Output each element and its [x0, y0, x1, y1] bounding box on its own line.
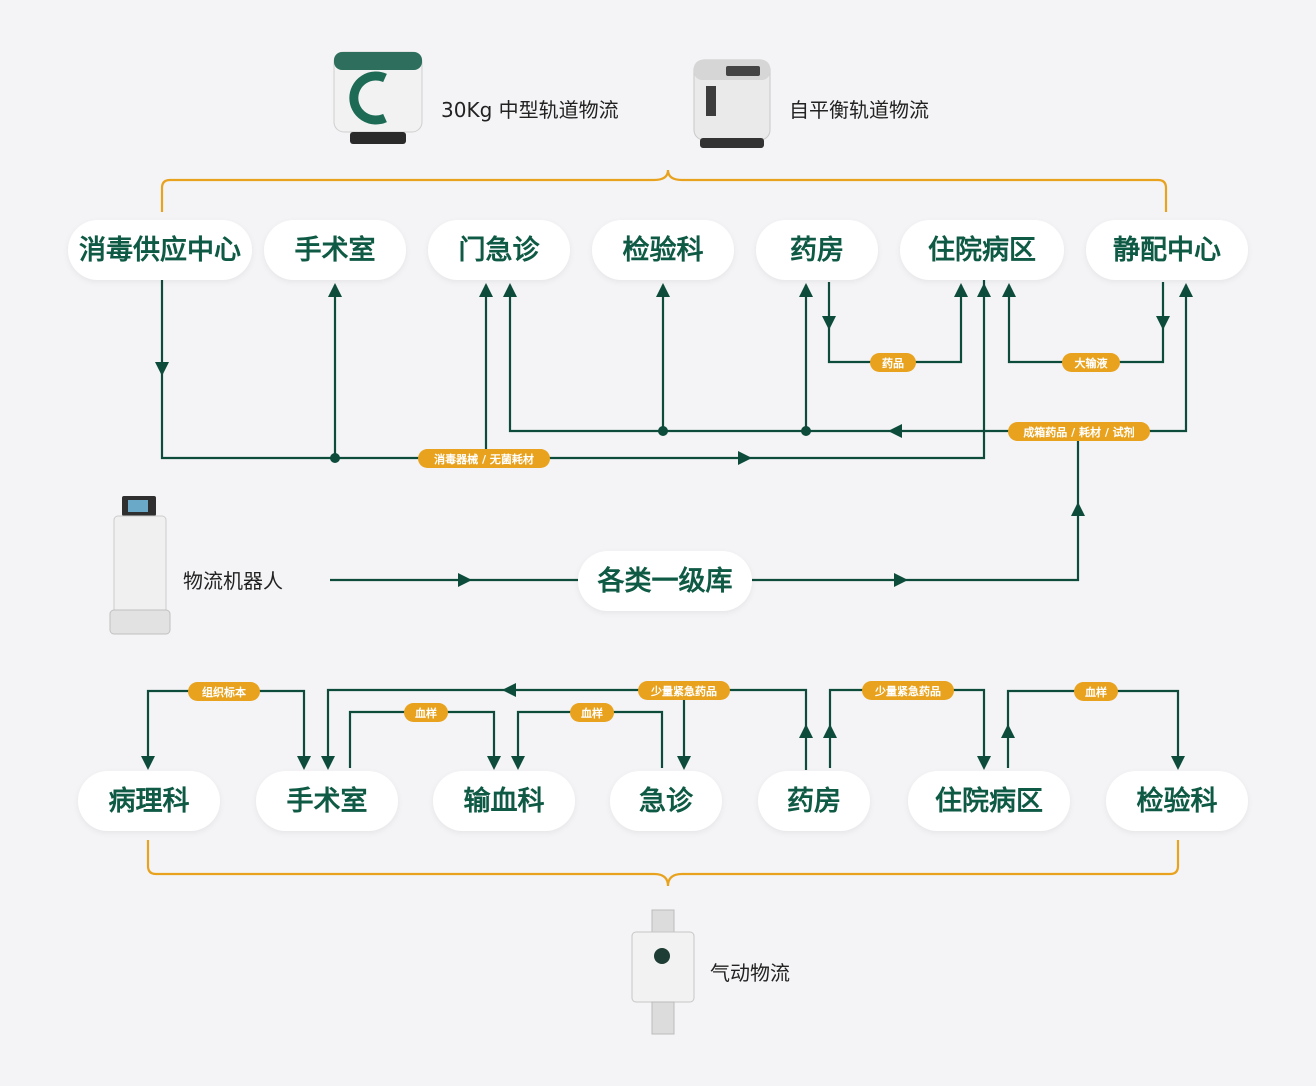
svg-text:药品: 药品	[882, 356, 904, 370]
top-brace	[160, 169, 1168, 212]
bottom-brace	[146, 840, 1180, 887]
node-surgery-top: 手术室	[264, 220, 406, 280]
node-surgery-bottom: 手术室	[256, 771, 398, 831]
svg-text:手术室: 手术室	[287, 785, 368, 817]
node-pharmacy-bottom: 药房	[758, 771, 870, 831]
svg-text:静配中心: 静配中心	[1113, 235, 1221, 266]
node-warehouse: 各类一级库	[578, 551, 752, 611]
tag-infusion: 大输液	[1062, 353, 1120, 372]
tag-urgent-b: 少量紧急药品	[862, 681, 954, 700]
svg-text:成箱药品 / 耗材 / 试剂: 成箱药品 / 耗材 / 试剂	[1023, 425, 1134, 439]
self-balance-cart-illustration	[693, 59, 771, 148]
svg-text:检验科: 检验科	[1137, 785, 1218, 817]
node-pathology: 病理科	[78, 771, 220, 831]
node-ward-top: 住院病区	[900, 220, 1064, 280]
svg-text:消毒供应中心: 消毒供应中心	[79, 234, 241, 266]
tag-sterile-supplies: 消毒器械 / 无菌耗材	[418, 449, 550, 468]
node-pharmacy-top: 药房	[756, 220, 878, 280]
svg-text:输血科: 输血科	[464, 785, 545, 817]
svg-text:急诊: 急诊	[639, 785, 694, 817]
svg-text:消毒器械 / 无菌耗材: 消毒器械 / 无菌耗材	[434, 452, 534, 466]
tag-blood-a: 血样	[404, 703, 448, 722]
svg-text:手术室: 手术室	[295, 234, 376, 266]
tag-blood-b: 血样	[570, 703, 614, 722]
svg-text:大输液: 大输液	[1075, 356, 1109, 370]
robot-label: 物流机器人	[183, 569, 283, 593]
pneumatic-station-illustration	[631, 909, 695, 1035]
node-sterile-center: 消毒供应中心	[68, 220, 252, 280]
node-emergency: 急诊	[610, 771, 722, 831]
svg-text:血样: 血样	[1085, 685, 1107, 699]
node-lab-top: 检验科	[592, 220, 734, 280]
tag-tissue: 组织标本	[188, 682, 260, 701]
tag-urgent-a: 少量紧急药品	[638, 681, 730, 700]
svg-text:住院病区: 住院病区	[928, 234, 1036, 266]
track-cart-illustration	[333, 51, 423, 144]
tag-drugs: 药品	[870, 353, 916, 372]
pneumatic-label: 气动物流	[710, 961, 790, 985]
tag-boxed: 成箱药品 / 耗材 / 试剂	[1008, 422, 1150, 441]
svg-text:血样: 血样	[415, 706, 437, 720]
svg-text:少量紧急药品: 少量紧急药品	[874, 684, 941, 698]
svg-text:组织标本: 组织标本	[202, 685, 246, 699]
svg-text:住院病区: 住院病区	[935, 785, 1043, 817]
top-flow-lines	[155, 277, 1193, 587]
svg-text:各类一级库: 各类一级库	[597, 565, 733, 597]
node-iv-center: 静配中心	[1086, 220, 1248, 280]
node-ward-bottom: 住院病区	[908, 771, 1070, 831]
robot-illustration	[109, 496, 171, 635]
svg-text:病理科: 病理科	[109, 786, 190, 817]
svg-text:血样: 血样	[581, 706, 603, 720]
svg-text:药房: 药房	[787, 786, 841, 817]
svg-text:少量紧急药品: 少量紧急药品	[650, 684, 717, 698]
node-lab-bottom: 检验科	[1106, 771, 1248, 831]
svg-text:药房: 药房	[790, 235, 844, 266]
svg-text:检验科: 检验科	[623, 234, 704, 266]
svg-text:门急诊: 门急诊	[459, 234, 541, 266]
node-transfusion: 输血科	[433, 771, 575, 831]
tag-blood-c: 血样	[1074, 682, 1118, 701]
node-er-top: 门急诊	[428, 220, 570, 280]
self-balance-label: 自平衡轨道物流	[789, 98, 929, 122]
track-30kg-label: 30Kg 中型轨道物流	[441, 98, 619, 122]
